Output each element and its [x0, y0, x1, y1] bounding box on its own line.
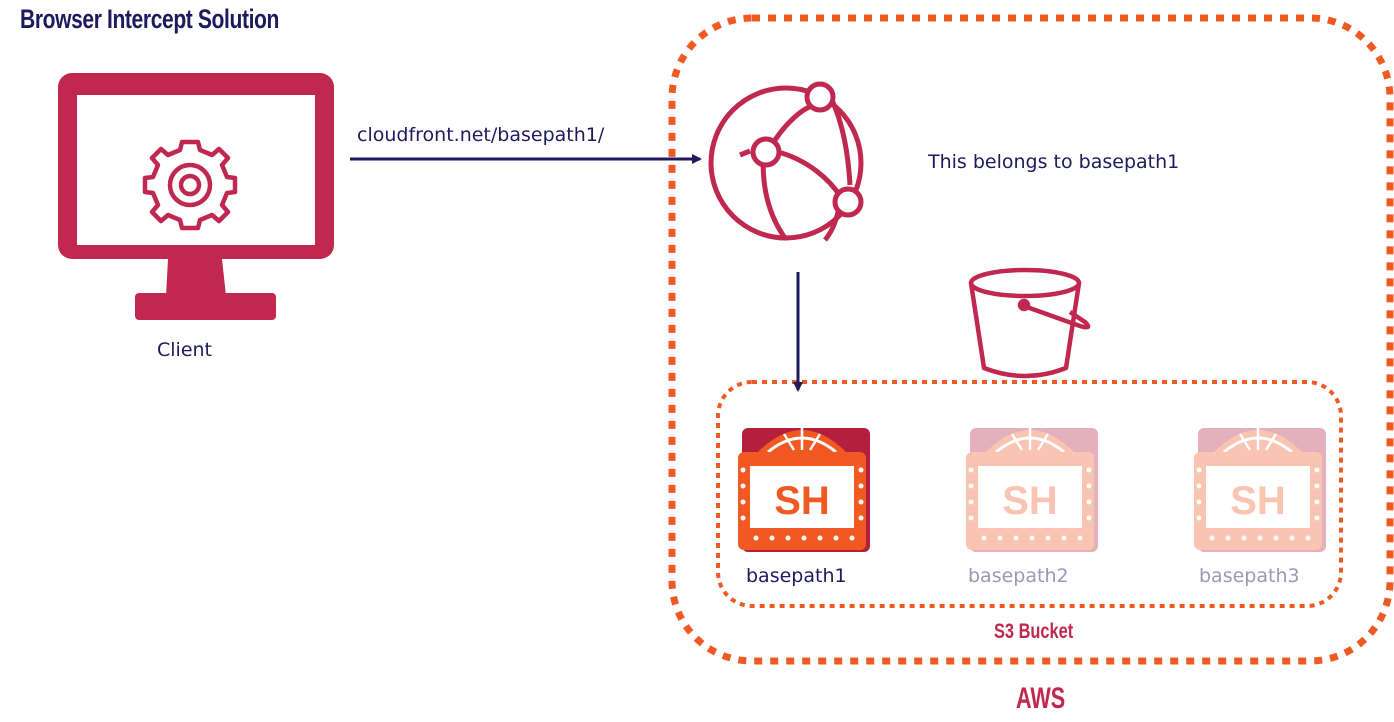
s3-bucket-boundary — [716, 380, 1343, 608]
s3-bucket-icon — [968, 267, 1091, 379]
cloudfront-note: This belongs to basepath1 — [928, 151, 1180, 173]
site-label-basepath2: basepath2 — [968, 565, 1069, 587]
diagram-title: Browser Intercept Solution — [20, 4, 279, 34]
aws-boundary — [668, 14, 1394, 665]
svg-text:SH: SH — [774, 479, 830, 523]
monitor-gear-icon — [58, 73, 334, 320]
site-label-basepath3: basepath3 — [1199, 565, 1300, 587]
marquee-sign-icon-2: SH — [966, 426, 1098, 552]
s3-bucket-label: S3 Bucket — [994, 620, 1074, 643]
marquee-sign-icon-3: SH — [1194, 426, 1326, 552]
site-label-basepath1: basepath1 — [746, 565, 847, 587]
request-url-label: cloudfront.net/basepath1/ — [357, 124, 605, 146]
svg-text:SH: SH — [1002, 479, 1058, 523]
cloudfront-distribution-icon — [708, 81, 864, 242]
aws-label: AWS — [1016, 682, 1066, 715]
svg-text:SH: SH — [1230, 479, 1286, 523]
client-label: Client — [157, 339, 213, 361]
marquee-sign-icon-1: SH — [738, 426, 870, 552]
